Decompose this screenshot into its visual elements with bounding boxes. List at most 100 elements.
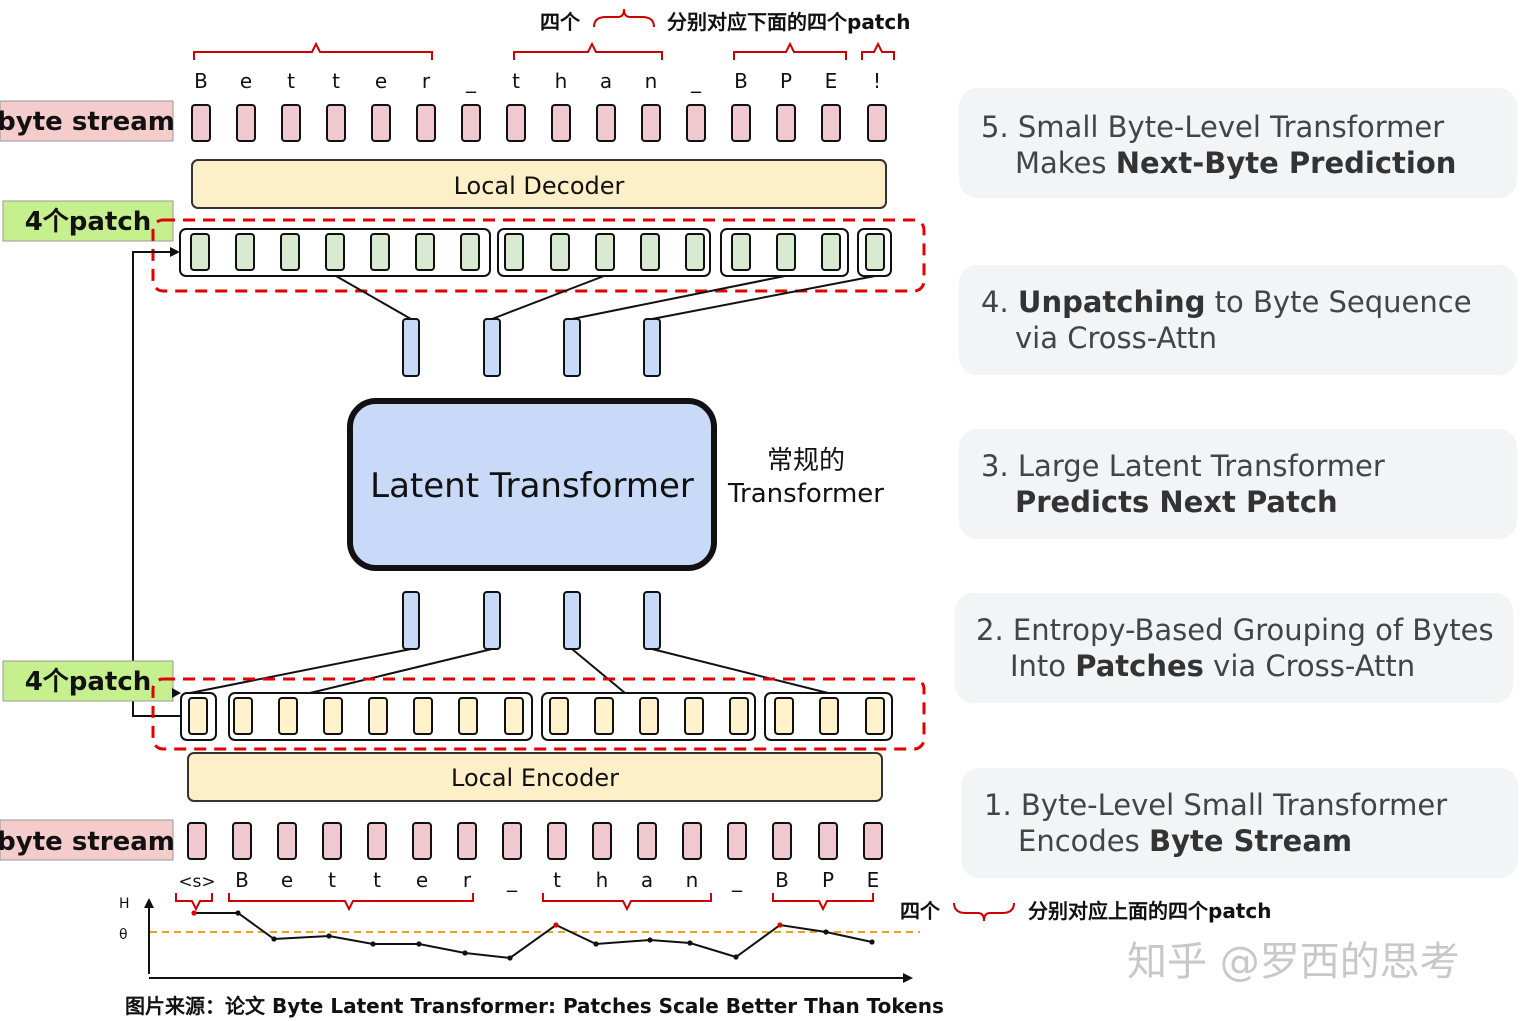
bottom-braces [175, 893, 874, 912]
encoder-slot-1 [233, 697, 253, 735]
skip-connection-arrow [132, 251, 180, 717]
latent-output-vectors [402, 318, 661, 377]
bottom-byte-label-5: e [416, 868, 428, 892]
byte-stream-label-bottom: byte stream [0, 827, 175, 857]
encoder-slot-7 [504, 697, 524, 735]
bottom-byte-9 [592, 822, 612, 860]
bottom-byte-label-14: P [822, 868, 834, 892]
bottom-byte-11 [682, 822, 702, 860]
bottom-note-brace [953, 902, 1015, 922]
latent-transformer-box [347, 398, 717, 571]
latent-input-3 [643, 591, 661, 650]
step-3-line-1: 3. Large Latent Transformer [981, 449, 1385, 483]
bottom-byte-label-12: _ [731, 868, 743, 892]
byte-stream-label-top: byte stream [0, 107, 175, 137]
latent-output-3 [643, 318, 661, 377]
unpatch-connections [335, 275, 876, 320]
decoder-slot-13 [776, 233, 796, 271]
encoder-slot-11 [684, 697, 704, 735]
regular-transformer-note-1: 常规的 [767, 446, 845, 476]
entropy-points [191, 910, 875, 961]
decoder-slot-10 [640, 233, 660, 271]
byte-stream-label-top-bg [0, 100, 174, 142]
decoder-slot-0 [190, 233, 210, 271]
top-byte-7 [506, 104, 526, 142]
bottom-byte-label-1: B [235, 868, 249, 892]
bottom-note-prefix: 四个 [900, 899, 941, 923]
top-byte-9 [596, 104, 616, 142]
encoder-slot-2 [278, 697, 298, 735]
figure-caption: 图片来源：论文 Byte Latent Transformer: Patches… [125, 994, 944, 1018]
top-note-text: 分别对应下面的四个patch [667, 10, 910, 34]
patch-label-bottom-bg [2, 660, 174, 702]
top-byte-12 [731, 104, 751, 142]
decoder-slot-9 [595, 233, 615, 271]
encoder-patch-groups [180, 692, 893, 741]
top-byte-label-14: E [825, 69, 838, 93]
bottom-byte-label-9: h [596, 868, 609, 892]
top-byte-label-4: e [375, 69, 387, 93]
bottom-byte-3 [322, 822, 342, 860]
step-5-line-1: 5. Small Byte-Level Transformer [981, 110, 1445, 144]
decoder-slot-11 [685, 233, 705, 271]
step-1-card: 1. Byte-Level Small Transformer Encodes … [961, 768, 1518, 878]
top-byte-label-9: a [600, 69, 612, 93]
encoder-slot-15 [865, 697, 885, 735]
encoder-slot-12 [729, 697, 749, 735]
decoder-slot-3 [325, 233, 345, 271]
encoder-slot-13 [774, 697, 794, 735]
latent-output-0 [402, 318, 420, 377]
bottom-note-text: 分别对应上面的四个patch [1028, 899, 1271, 923]
encoder-slot-4 [368, 697, 388, 735]
top-byte-label-2: t [287, 69, 295, 93]
bottom-byte-13 [772, 822, 792, 860]
bottom-byte-1 [232, 822, 252, 860]
bottom-byte-8 [547, 822, 567, 860]
decoder-slot-14 [821, 233, 841, 271]
step-4-line-2: via Cross-Attn [1015, 321, 1217, 355]
step-5-card: 5. Small Byte-Level Transformer Makes Ne… [959, 88, 1517, 198]
bottom-byte-0 [187, 822, 207, 860]
top-byte-1 [236, 104, 256, 142]
bottom-byte-label-10: a [641, 868, 653, 892]
bottom-byte-14 [818, 822, 838, 860]
top-note-prefix: 四个 [540, 10, 581, 34]
bottom-byte-10 [637, 822, 657, 860]
patch-label-top: 4个patch [25, 207, 152, 237]
top-byte-8 [551, 104, 571, 142]
top-byte-label-10: n [645, 69, 658, 93]
top-byte-0 [191, 104, 211, 142]
top-byte-3 [326, 104, 346, 142]
patch-label-arrow-icon [172, 688, 181, 698]
top-byte-11 [686, 104, 706, 142]
bottom-byte-label-11: n [686, 868, 699, 892]
top-byte-label-6: _ [465, 69, 477, 93]
bottom-byte-stream [187, 822, 883, 860]
step-2-card: 2. Entropy-Based Grouping of Bytes Into … [955, 593, 1513, 703]
step-4-card: 4. Unpatching to Byte Sequence via Cross… [959, 265, 1517, 375]
encoder-byte-slots [188, 697, 885, 735]
patch-label-bottom: 4个patch [25, 667, 152, 697]
watermark: 知乎 @罗西的思考 [1127, 939, 1460, 985]
top-byte-15 [867, 104, 887, 142]
bottom-byte-5 [412, 822, 432, 860]
decoder-slot-4 [370, 233, 390, 271]
top-byte-4 [371, 104, 391, 142]
bottom-byte-label-13: B [775, 868, 789, 892]
top-byte-label-1: e [240, 69, 252, 93]
encoder-slot-5 [413, 697, 433, 735]
encoder-slot-9 [594, 697, 614, 735]
bottom-byte-2 [277, 822, 297, 860]
latent-input-1 [483, 591, 501, 650]
top-byte-label-12: B [734, 69, 748, 93]
bottom-byte-15 [863, 822, 883, 860]
step-3-line-2: Predicts Next Patch [1015, 485, 1338, 519]
local-decoder-label: Local Decoder [454, 172, 625, 200]
latent-input-0 [402, 591, 420, 650]
latent-input-vectors [402, 591, 661, 650]
top-byte-label-7: t [512, 69, 520, 93]
regular-transformer-note-2: Transformer [727, 479, 884, 509]
